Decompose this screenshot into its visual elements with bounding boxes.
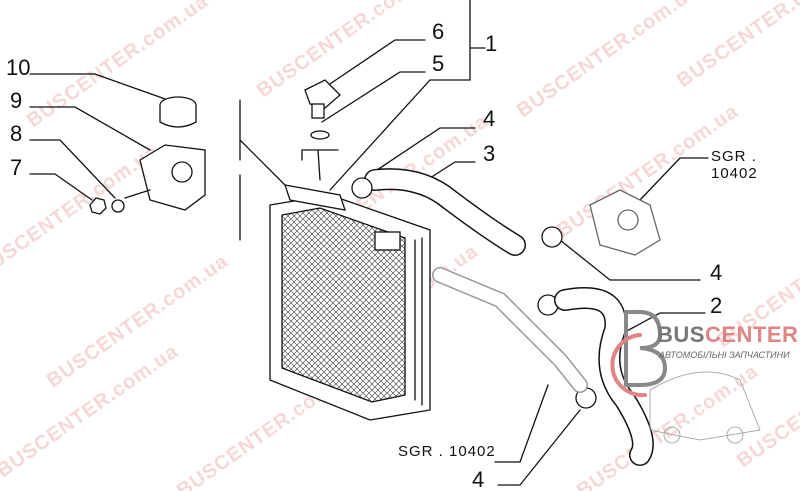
callout-4-top: 4 (483, 106, 496, 131)
callout-8: 8 (10, 121, 23, 146)
callout-9: 9 (10, 88, 23, 113)
callout-10: 10 (6, 55, 31, 80)
callout-3: 3 (483, 141, 496, 166)
logo-center-text: CENTER (704, 322, 799, 347)
logo-brand: BUSCENTER (657, 322, 798, 348)
callout-4-bottom: 4 (472, 467, 485, 491)
callout-5: 5 (432, 51, 445, 76)
callout-6: 6 (432, 19, 445, 44)
callout-4-right: 4 (710, 260, 723, 285)
callout-sgr-top: SGR . 10402 (711, 148, 758, 182)
logo-bus-text: BUS (657, 322, 705, 347)
logo-tagline: АВТОМОБІЛЬНІ ЗАПЧАСТИНИ (659, 350, 790, 360)
callout-2: 2 (710, 293, 723, 318)
callout-7: 7 (10, 155, 23, 180)
callout-1: 1 (485, 31, 498, 56)
callout-sgr-bottom: SGR . 10402 (398, 443, 496, 460)
